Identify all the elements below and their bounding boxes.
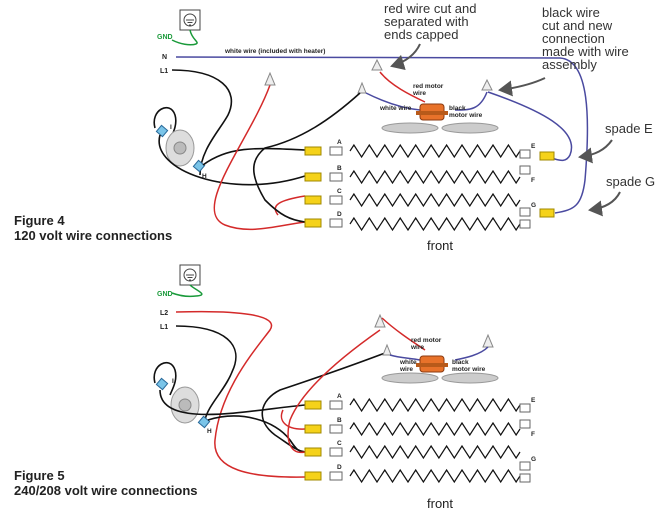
l2-label: L2 — [160, 310, 168, 317]
white-wire-label-5a: white — [399, 359, 417, 366]
black-motor-wire-label-5b: motor wire — [452, 366, 486, 373]
thermostat-switch: I H — [153, 106, 207, 180]
terminal-d-label: D — [337, 211, 342, 218]
front-label: front — [427, 238, 453, 253]
annotation-red-cut-3: ends capped — [384, 27, 458, 42]
l1-label-2: L1 — [160, 324, 168, 331]
black-motor-wire-label-2: motor wire — [449, 112, 483, 119]
ground-symbol-icon-2 — [179, 264, 201, 286]
terminal-c-label-2: C — [337, 440, 342, 447]
terminal-d-label-2: D — [337, 464, 342, 471]
terminal-b-label: B — [337, 165, 342, 172]
annotation-black-cut-3: connection — [542, 31, 605, 46]
figure-5: GND L2 L1 I H — [14, 264, 536, 511]
annotation-red-cut-2: separated with — [384, 14, 469, 29]
terminal-a-label-2: A — [337, 393, 342, 400]
heating-elements — [349, 143, 521, 232]
switch-i-label-2: I — [172, 378, 174, 385]
spade-g-label: spade G — [606, 174, 655, 189]
red-motor-wire-label-5a: red motor — [411, 337, 442, 344]
right-terminals — [519, 149, 555, 229]
terminal-b-label-2: B — [337, 417, 342, 424]
switch-h-label: H — [202, 173, 207, 180]
annotation-red-cut-1: red wire cut and — [384, 1, 477, 16]
figure-5-subtitle: 240/208 volt wire connections — [14, 483, 198, 498]
switch-i-label: I — [170, 124, 172, 131]
figure-5-title: Figure 5 — [14, 468, 65, 483]
white-wire-motor-label: white wire — [379, 105, 412, 112]
figure-4-title: Figure 4 — [14, 213, 65, 228]
l1-label: L1 — [160, 68, 168, 75]
n-label: N — [162, 54, 167, 61]
ground-symbol-icon — [179, 9, 201, 31]
figure-4-subtitle: 120 volt wire connections — [14, 228, 172, 243]
terminal-e-label-2: E — [531, 397, 536, 404]
terminal-g-label: G — [531, 202, 536, 209]
terminal-f-label: F — [531, 177, 535, 184]
terminal-g-label-2: G — [531, 456, 536, 463]
white-wire-label-5b: wire — [399, 366, 413, 373]
left-terminals — [304, 146, 343, 228]
fan-motor — [381, 103, 499, 134]
red-motor-wire-label-1: red motor — [413, 83, 444, 90]
switch-h-label-2: H — [207, 428, 212, 435]
spade-e-label: spade E — [605, 121, 653, 136]
annotation-black-cut-2: cut and new — [542, 18, 613, 33]
red-motor-wire-label-2: wire — [412, 90, 426, 97]
black-motor-wire-label-5a: black — [452, 359, 469, 366]
terminal-f-label-2: F — [531, 431, 535, 438]
terminal-a-label: A — [337, 139, 342, 146]
annotation-black-cut-1: black wire — [542, 5, 600, 20]
gnd-label-2: GND — [157, 291, 173, 298]
fan-motor-2 — [381, 355, 499, 384]
right-terminals-2 — [519, 403, 531, 483]
black-motor-wire-label-1: black — [449, 105, 466, 112]
figure-4: GND N white wire (included with heater) … — [14, 1, 655, 253]
terminal-c-label: C — [337, 188, 342, 195]
gnd-label: GND — [157, 34, 173, 41]
left-terminals-2 — [304, 400, 343, 481]
annotation-black-cut-5: assembly — [542, 57, 597, 72]
annotation-black-cut-4: made with wire — [542, 44, 629, 59]
terminal-e-label: E — [531, 143, 536, 150]
thermostat-switch-2: I H — [153, 361, 212, 435]
front-label-2: front — [427, 496, 453, 511]
heating-elements-2 — [349, 397, 521, 484]
red-motor-wire-label-5b: wire — [410, 344, 424, 351]
white-wire-heater-label: white wire (included with heater) — [224, 48, 325, 55]
